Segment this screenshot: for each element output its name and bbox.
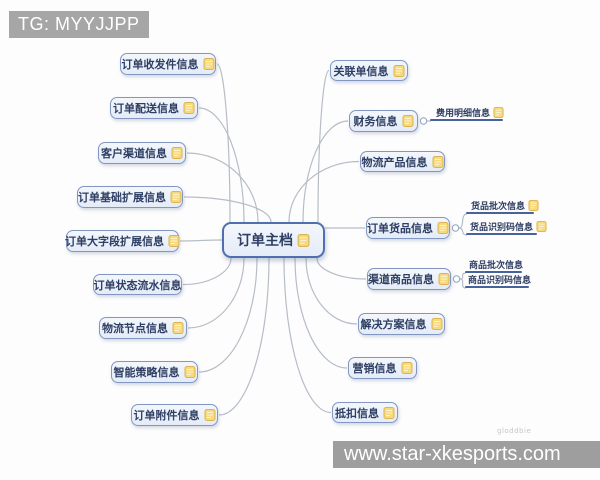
branch-toggle[interactable] [419, 117, 428, 125]
mindmap-node[interactable]: 订单货品信息 [366, 217, 450, 239]
mindmap-subnode[interactable]: 货品批次信息 [471, 199, 539, 212]
mindmap-node[interactable]: 渠道商品信息 [367, 268, 451, 290]
note-doc-icon[interactable] [438, 273, 450, 285]
subnode-label: 费用明细信息 [436, 109, 491, 119]
node-label: 关联单信息 [333, 64, 389, 78]
tag-badge: TG: MYYJJPP [9, 11, 149, 38]
mindmap-node[interactable]: 智能策略信息 [111, 361, 198, 383]
mindmap-node[interactable]: 物流产品信息 [360, 151, 445, 172]
mindmap-node[interactable]: 财务信息 [349, 110, 418, 132]
branch-line [302, 120, 349, 223]
note-doc-icon[interactable] [297, 233, 310, 247]
node-label: 抵扣信息 [335, 406, 379, 420]
subnode-label: 商品批次信息 [469, 261, 524, 271]
note-doc-icon[interactable] [437, 222, 449, 234]
note-doc-icon[interactable] [431, 318, 443, 330]
mindmap-node[interactable]: 抵扣信息 [332, 402, 398, 423]
mindmap-node[interactable]: 订单状态流水信息 [93, 274, 182, 295]
node-label: 订单配送信息 [113, 102, 179, 115]
note-doc-icon[interactable] [383, 406, 395, 419]
note-doc-icon[interactable] [168, 235, 180, 247]
node-label: 财务信息 [353, 115, 398, 128]
branch-line [187, 257, 245, 329]
node-label: 订单状态流水信息 [93, 278, 182, 292]
mindmap-node[interactable]: 客户渠道信息 [98, 142, 186, 164]
branch-line [458, 227, 468, 236]
mindmap-node[interactable]: 物流节点信息 [99, 317, 187, 339]
note-doc-icon[interactable] [432, 155, 444, 168]
mindmap-node[interactable]: 订单收发件信息 [120, 53, 216, 75]
note-doc-icon[interactable] [170, 191, 182, 203]
branch-line [459, 272, 467, 280]
branch-line [458, 213, 468, 229]
note-doc-icon[interactable] [393, 64, 405, 77]
node-label: 物流产品信息 [361, 155, 428, 169]
subnode-underline [465, 286, 529, 288]
branch-line [198, 107, 245, 223]
node-label: 物流节点信息 [102, 322, 168, 335]
mindmap-subnode[interactable]: 货品识别码信息 [470, 220, 547, 233]
branch-toggle[interactable] [451, 224, 460, 232]
branch-line [216, 63, 231, 223]
subnode-underline [465, 271, 522, 273]
note-doc-icon[interactable] [402, 115, 414, 127]
node-label: 订单附件信息 [133, 409, 200, 422]
note-doc-icon[interactable] [183, 102, 195, 114]
branch-line [288, 160, 360, 223]
note-doc-icon[interactable] [184, 366, 196, 378]
mindmap-subnode[interactable]: 商品识别码信息 [468, 273, 531, 286]
mindmap-node[interactable]: 订单附件信息 [131, 404, 218, 426]
branch-line [183, 196, 272, 223]
note-doc-icon[interactable] [493, 107, 504, 118]
branch-line [198, 257, 258, 373]
branch-line [283, 257, 332, 414]
branch-line [316, 257, 367, 280]
note-doc-icon[interactable] [204, 409, 216, 421]
subnode-underline [466, 233, 537, 235]
mindmap-node[interactable]: 订单基础扩展信息 [77, 186, 183, 208]
branch-line [186, 152, 259, 223]
mindmap-subnode[interactable]: 商品批次信息 [469, 258, 523, 271]
subnode-label: 商品识别码信息 [468, 276, 532, 286]
mindmap-node[interactable]: 营销信息 [348, 357, 417, 379]
note-doc-icon[interactable] [172, 322, 184, 334]
mindmap-node[interactable]: 解决方案信息 [358, 313, 445, 335]
subnode-label: 货品识别码信息 [470, 223, 534, 233]
branch-toggle[interactable] [452, 275, 461, 283]
root-node[interactable]: 订单主档 [222, 222, 325, 258]
node-label: 智能策略信息 [113, 366, 180, 379]
mindmap-node[interactable]: 订单大字段扩展信息 [65, 230, 180, 252]
node-label: 订单货品信息 [367, 222, 433, 235]
node-label: 订单收发件信息 [121, 58, 199, 71]
branch-line [294, 257, 348, 369]
note-doc-icon[interactable] [401, 362, 413, 374]
branch-line [182, 257, 232, 286]
node-label: 订单大字段扩展信息 [65, 235, 164, 248]
branch-line [305, 257, 358, 325]
node-label: 订单主档 [237, 233, 293, 249]
node-label: 营销信息 [352, 362, 397, 375]
watermark-text: gloddbie [497, 427, 532, 435]
subnode-underline [430, 119, 503, 121]
branch-line [459, 278, 467, 289]
note-doc-icon[interactable] [528, 200, 539, 211]
node-label: 订单基础扩展信息 [78, 191, 166, 204]
node-label: 渠道商品信息 [368, 273, 434, 286]
node-label: 客户渠道信息 [101, 147, 167, 160]
mindmap-subnode[interactable]: 费用明细信息 [436, 106, 504, 119]
website-bar: www.star-xkesports.com [333, 441, 600, 468]
branch-line [179, 239, 223, 242]
branch-line [218, 257, 270, 416]
note-doc-icon[interactable] [171, 147, 183, 159]
branch-line [317, 69, 330, 223]
subnode-underline [466, 212, 534, 214]
node-label: 解决方案信息 [360, 318, 427, 331]
note-doc-icon[interactable] [536, 221, 547, 232]
note-doc-icon[interactable] [203, 58, 215, 70]
mindmap-node[interactable]: 订单配送信息 [110, 97, 198, 119]
mindmap-node[interactable]: 关联单信息 [330, 60, 408, 81]
subnode-label: 货品批次信息 [471, 202, 526, 212]
